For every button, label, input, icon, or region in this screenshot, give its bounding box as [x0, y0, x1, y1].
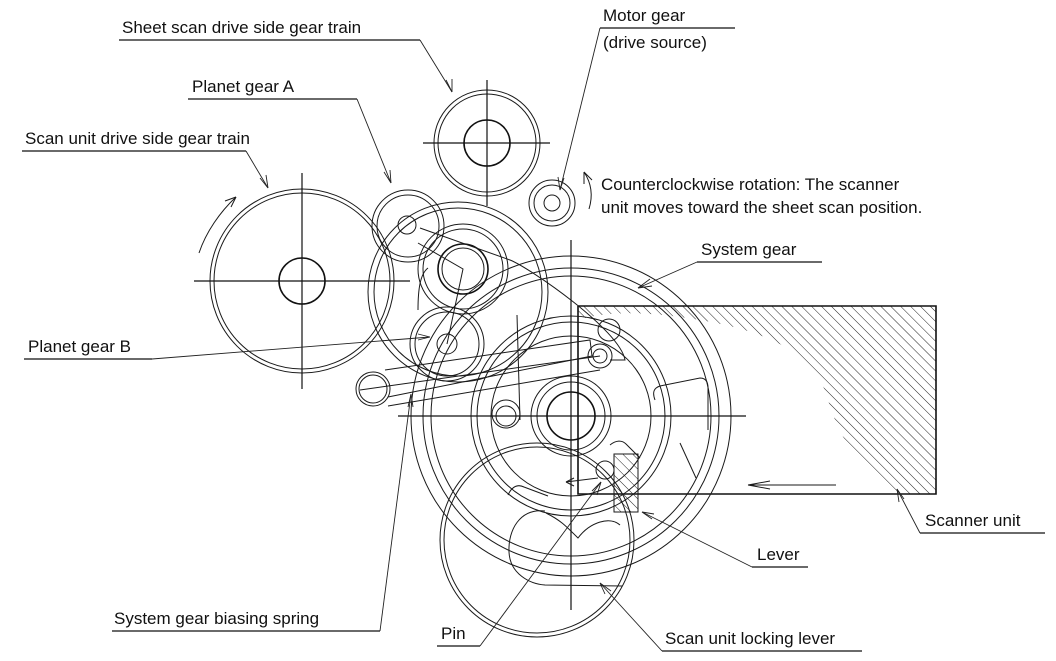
- planet-gear-a: [371, 189, 445, 263]
- scan-unit-locking-lever: [439, 442, 635, 638]
- sheet-scan-drive-gear: [423, 80, 550, 206]
- label-motor-gear: Motor gear: [603, 6, 686, 25]
- label-planet-gear-a: Planet gear A: [192, 77, 295, 96]
- planet-carrier: [367, 201, 626, 421]
- label-system-gear: System gear: [701, 240, 797, 259]
- system-gear-biasing-spring: [355, 339, 601, 407]
- scan-unit-drive-gear: [194, 173, 410, 389]
- label-system-gear-biasing-spring: System gear biasing spring: [114, 609, 319, 628]
- ccw-arrow-icon: [583, 171, 592, 210]
- leader-lines: [22, 27, 1045, 652]
- label-scan-unit-drive-gear-train: Scan unit drive side gear train: [25, 129, 250, 148]
- motor-gear: [528, 171, 593, 227]
- label-ccw-note-line1: Counterclockwise rotation: The scanner: [601, 175, 900, 194]
- scanner-unit-outline: [577, 305, 937, 495]
- label-planet-gear-b: Planet gear B: [28, 337, 131, 356]
- planet-gear-b: [409, 306, 485, 382]
- label-lever: Lever: [757, 545, 800, 564]
- system-gear: [398, 240, 746, 610]
- label-scanner-unit: Scanner unit: [925, 511, 1021, 530]
- label-sheet-scan-drive-gear-train: Sheet scan drive side gear train: [122, 18, 361, 37]
- label-motor-gear-drive-source: (drive source): [603, 33, 707, 52]
- label-ccw-note-line2: unit moves toward the sheet scan positio…: [601, 198, 922, 217]
- label-scan-unit-locking-lever: Scan unit locking lever: [665, 629, 835, 648]
- label-pin: Pin: [441, 624, 466, 643]
- rotation-arrow-icon: [198, 196, 237, 254]
